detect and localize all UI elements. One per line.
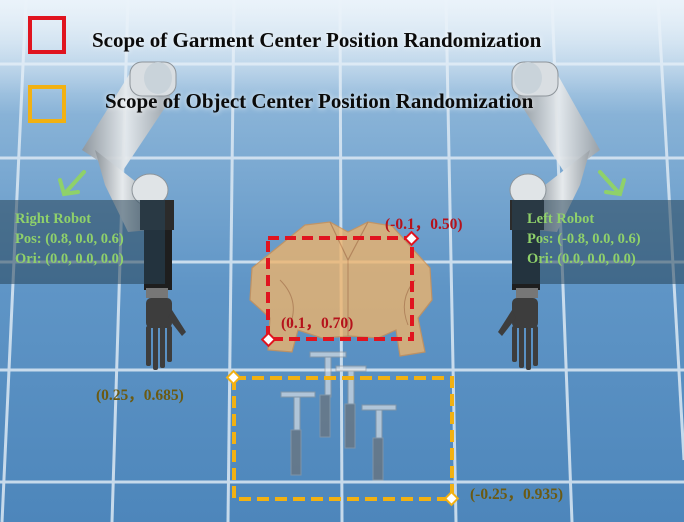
object-randomization-box xyxy=(232,376,454,501)
right-robot-title: Right Robot xyxy=(15,211,92,227)
left-robot-position: Pos: (-0.8, 0.0, 0.6) xyxy=(527,231,641,247)
object-corner-label-top-left: (0.25，0.685) xyxy=(96,387,184,404)
left-robot-orientation: Ori: (0.0, 0.0, 0.0) xyxy=(527,251,636,267)
left-robot-title: Left Robot xyxy=(527,211,595,227)
object-corner-marker-top-left xyxy=(225,369,242,386)
garment-corner-marker-bottom-left xyxy=(260,331,277,348)
right-robot-orientation: Ori: (0.0, 0.0, 0.0) xyxy=(15,251,124,267)
garment-corner-label-top-right: (-0.1，0.50) xyxy=(385,216,463,233)
right-robot-arrow xyxy=(58,170,86,197)
object-legend-swatch xyxy=(28,85,66,123)
garment-corner-marker-top-right xyxy=(403,230,420,247)
right-robot-info-panel: Right Robot Pos: (0.8, 0.0, 0.6) Ori: (0… xyxy=(0,200,165,284)
garment-legend-swatch xyxy=(28,16,66,54)
left-robot-hand xyxy=(498,298,538,370)
garment-legend-label: Scope of Garment Center Position Randomi… xyxy=(92,28,542,52)
right-robot-position: Pos: (0.8, 0.0, 0.6) xyxy=(15,231,124,247)
right-robot-hand xyxy=(146,298,186,370)
left-robot-info-panel: Left Robot Pos: (-0.8, 0.0, 0.6) Ori: (0… xyxy=(512,200,684,284)
garment-corner-label-bottom-left: (0.1，0.70) xyxy=(281,315,354,332)
garment-randomization-box xyxy=(266,236,414,341)
left-robot-arrow xyxy=(598,170,626,197)
object-legend-label: Scope of Object Center Position Randomiz… xyxy=(105,89,534,113)
object-corner-marker-bottom-right xyxy=(443,490,460,507)
object-corner-label-bottom-right: (-0.25，0.935) xyxy=(470,486,563,503)
